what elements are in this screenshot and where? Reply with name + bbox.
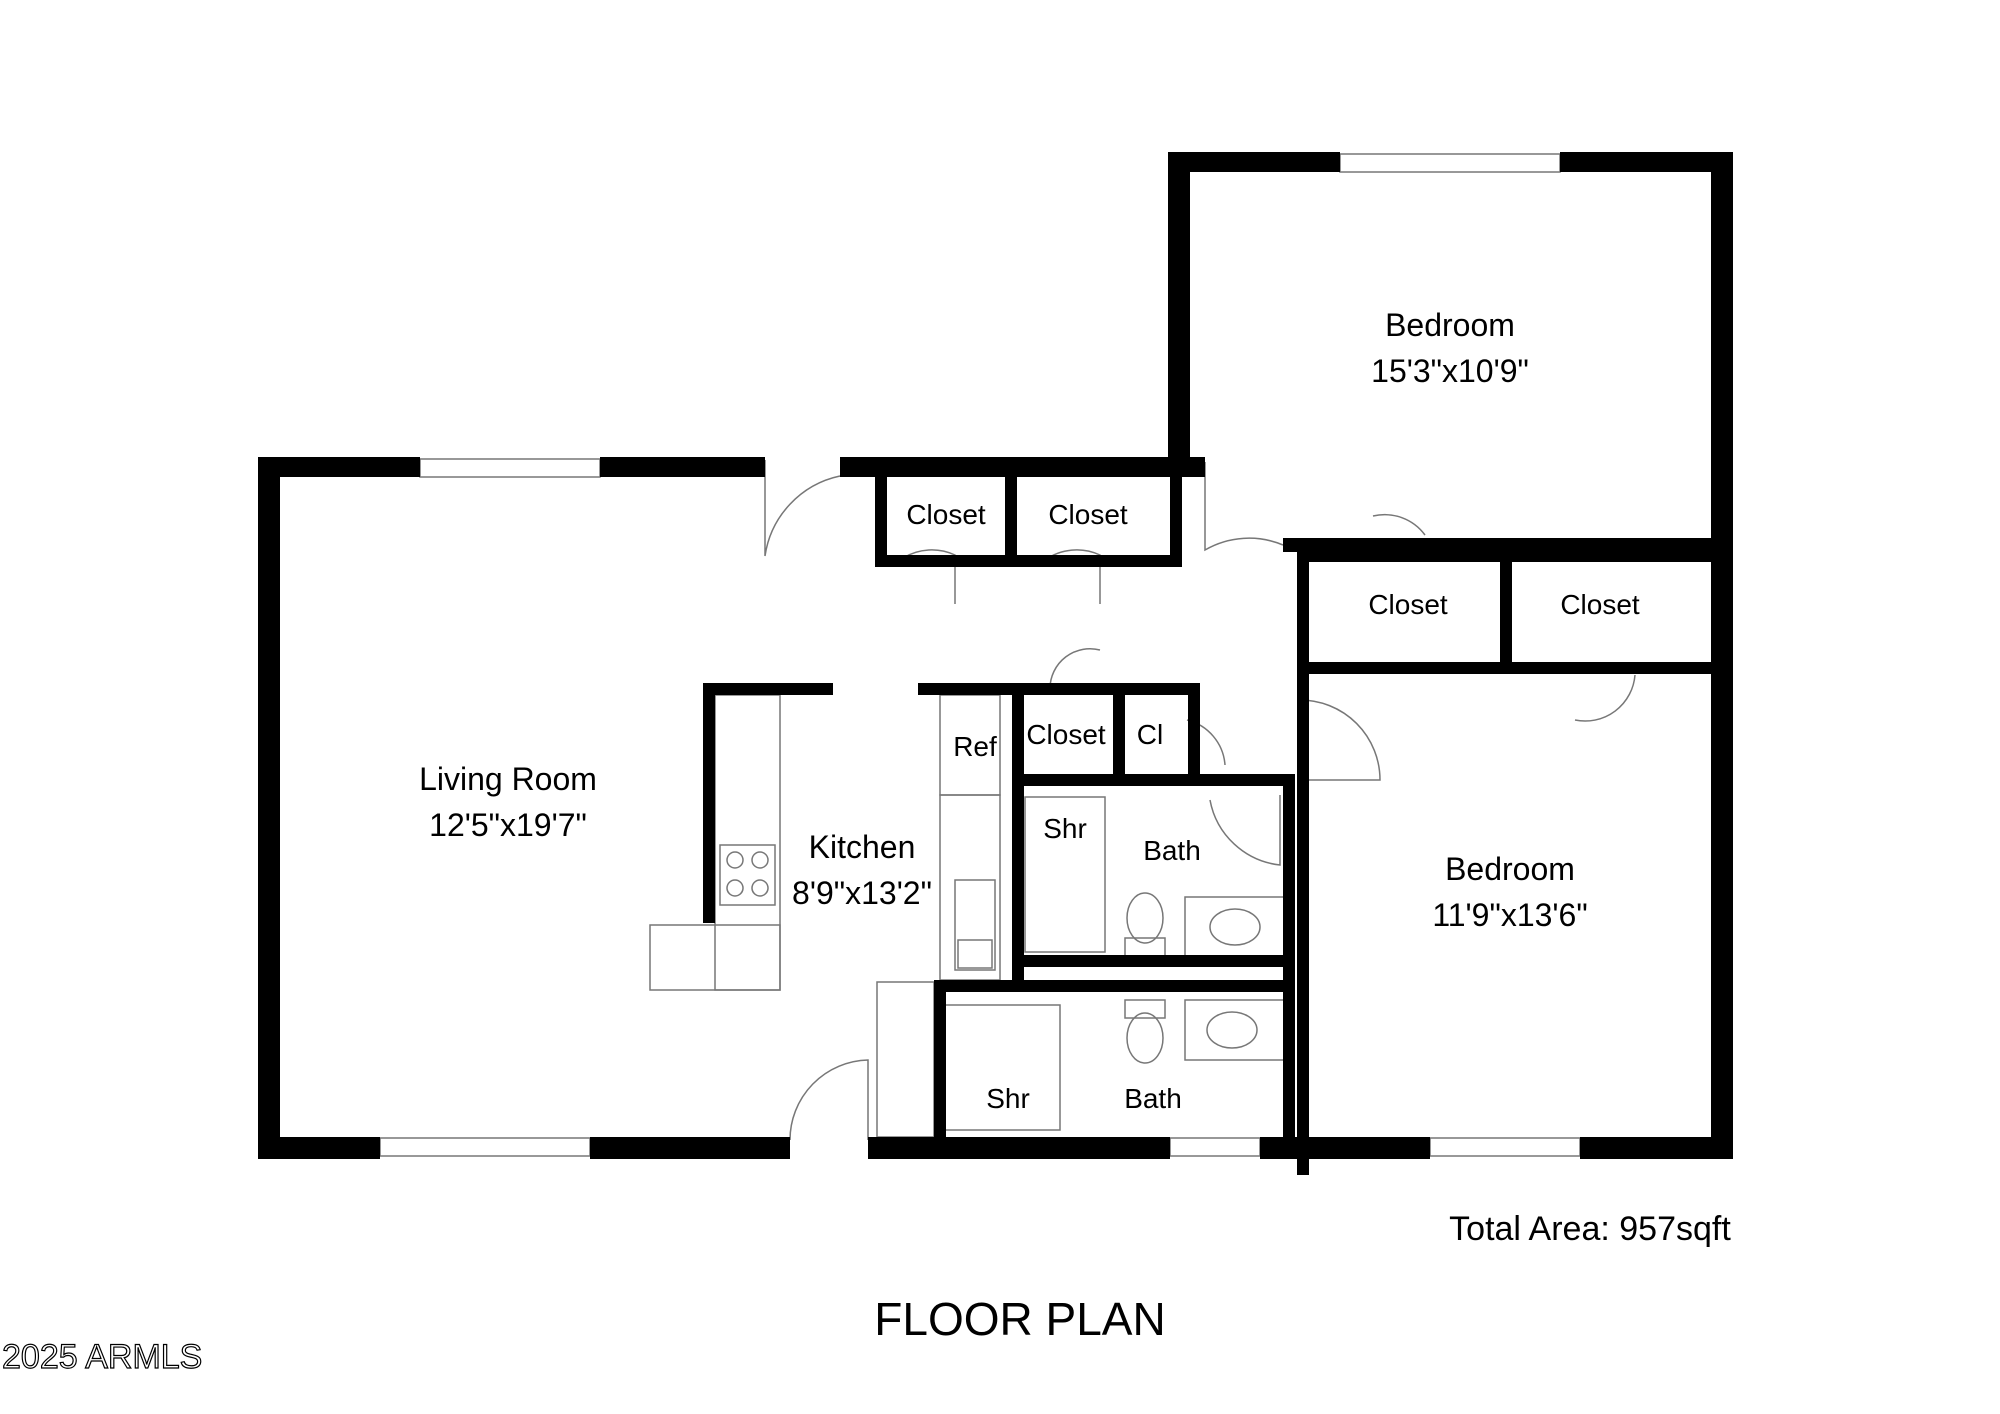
- closet-label-1: Closet: [906, 499, 986, 530]
- kitchen-dims: 8'9"x13'2": [792, 875, 932, 911]
- labels: Bedroom 15'3"x10'9" Bedroom 11'9"x13'6" …: [419, 307, 1640, 1114]
- kitchen-name: Kitchen: [809, 829, 916, 865]
- floor-plan-title: FLOOR PLAN: [874, 1293, 1165, 1345]
- closet-label-3: Closet: [1368, 589, 1448, 620]
- shower-label-1: Shr: [1043, 813, 1087, 844]
- bedroom-right-name: Bedroom: [1445, 851, 1575, 887]
- fixtures: [379, 153, 1636, 1157]
- bedroom-top-name: Bedroom: [1385, 307, 1515, 343]
- walls: [258, 152, 1733, 1175]
- closet-label-5: Closet: [1026, 719, 1106, 750]
- closet-label-2: Closet: [1048, 499, 1128, 530]
- living-room-dims: 12'5"x19'7": [429, 807, 587, 843]
- ref-label: Ref: [953, 731, 997, 762]
- total-area: Total Area: 957sqft: [1449, 1210, 1731, 1248]
- bedroom-top-dims: 15'3"x10'9": [1371, 353, 1529, 389]
- living-room-name: Living Room: [419, 761, 597, 797]
- watermark: 2025 ARMLS: [2, 1338, 202, 1376]
- closet-label-4: Closet: [1560, 589, 1640, 620]
- shower-label-2: Shr: [986, 1083, 1030, 1114]
- bedroom-right-dims: 11'9"x13'6": [1432, 897, 1587, 933]
- bath-label-1: Bath: [1143, 835, 1201, 866]
- closet-small-label: Cl: [1137, 719, 1163, 750]
- bath-label-2: Bath: [1124, 1083, 1182, 1114]
